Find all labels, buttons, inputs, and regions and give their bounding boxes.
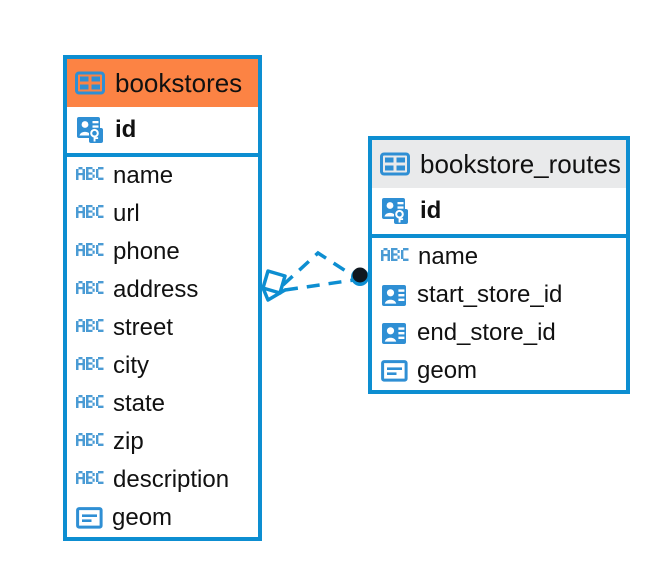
abc-text-icon xyxy=(76,470,104,490)
field-row-name[interactable]: name xyxy=(67,157,258,195)
geometry-icon xyxy=(76,506,103,530)
abc-text-icon xyxy=(76,280,104,300)
entity-bookstore-routes[interactable]: bookstore_routes id xyxy=(368,136,630,394)
field-label-id: id xyxy=(420,197,442,224)
abc-text-icon xyxy=(76,356,104,376)
field-row-end-store-id[interactable]: end_store_id xyxy=(372,314,626,352)
primary-key-icon xyxy=(76,115,106,145)
field-row-zip[interactable]: zip xyxy=(67,423,258,461)
field-label-description: description xyxy=(113,466,230,493)
pk-separator xyxy=(67,153,258,157)
field-label-start-store-id: start_store_id xyxy=(417,281,563,308)
geometry-icon xyxy=(381,359,408,383)
abc-text-icon xyxy=(76,204,104,224)
pk-separator xyxy=(372,234,626,238)
field-label-geom: geom xyxy=(417,357,478,384)
primary-key-icon xyxy=(381,196,411,226)
entity-title-bookstores: bookstores xyxy=(115,68,243,98)
field-label-name: name xyxy=(418,243,479,270)
entity-bookstores[interactable]: bookstores id xyxy=(63,55,262,541)
field-row-city[interactable]: city xyxy=(67,347,258,385)
field-label-end-store-id: end_store_id xyxy=(417,319,556,346)
field-row-phone[interactable]: phone xyxy=(67,233,258,271)
entity-header-bookstores[interactable]: bookstores xyxy=(67,59,258,107)
foreign-key-icon xyxy=(381,283,408,308)
field-label-geom: geom xyxy=(112,504,173,531)
crows-foot-diamond-marker xyxy=(261,269,287,302)
table-icon xyxy=(380,152,410,176)
abc-text-icon xyxy=(76,166,104,186)
field-row-id[interactable]: id xyxy=(67,107,258,153)
filled-circle-marker xyxy=(351,267,369,286)
field-row-address[interactable]: address xyxy=(67,271,258,309)
field-row-id[interactable]: id xyxy=(372,188,626,234)
field-label-address: address xyxy=(113,276,199,303)
field-label-zip: zip xyxy=(113,428,144,455)
field-list-bookstores: name u xyxy=(67,157,258,537)
abc-text-icon xyxy=(76,432,104,452)
field-label-name: name xyxy=(113,162,174,189)
entity-header-bookstore-routes[interactable]: bookstore_routes xyxy=(372,140,626,188)
field-row-url[interactable]: url xyxy=(67,195,258,233)
field-row-description[interactable]: description xyxy=(67,461,258,499)
abc-text-icon xyxy=(76,318,104,338)
field-row-geom[interactable]: geom xyxy=(372,352,626,390)
field-label-id: id xyxy=(115,116,137,143)
table-icon xyxy=(75,71,105,95)
field-label-street: street xyxy=(113,314,174,341)
abc-text-icon xyxy=(76,394,104,414)
relationship-line-1[interactable] xyxy=(281,250,356,287)
field-label-city: city xyxy=(113,352,149,379)
field-label-phone: phone xyxy=(113,238,180,265)
entity-title-bookstore-routes: bookstore_routes xyxy=(420,149,621,179)
field-row-geom[interactable]: geom xyxy=(67,499,258,537)
relationship-line-2[interactable] xyxy=(284,278,355,292)
field-row-street[interactable]: street xyxy=(67,309,258,347)
field-label-state: state xyxy=(113,390,166,417)
abc-text-icon xyxy=(381,247,409,267)
foreign-key-icon xyxy=(381,321,408,346)
abc-text-icon xyxy=(76,242,104,262)
field-label-url: url xyxy=(113,200,140,227)
field-row-name[interactable]: name xyxy=(372,238,626,276)
field-list-bookstore-routes: name start_store_id xyxy=(372,238,626,390)
field-row-start-store-id[interactable]: start_store_id xyxy=(372,276,626,314)
field-row-state[interactable]: state xyxy=(67,385,258,423)
